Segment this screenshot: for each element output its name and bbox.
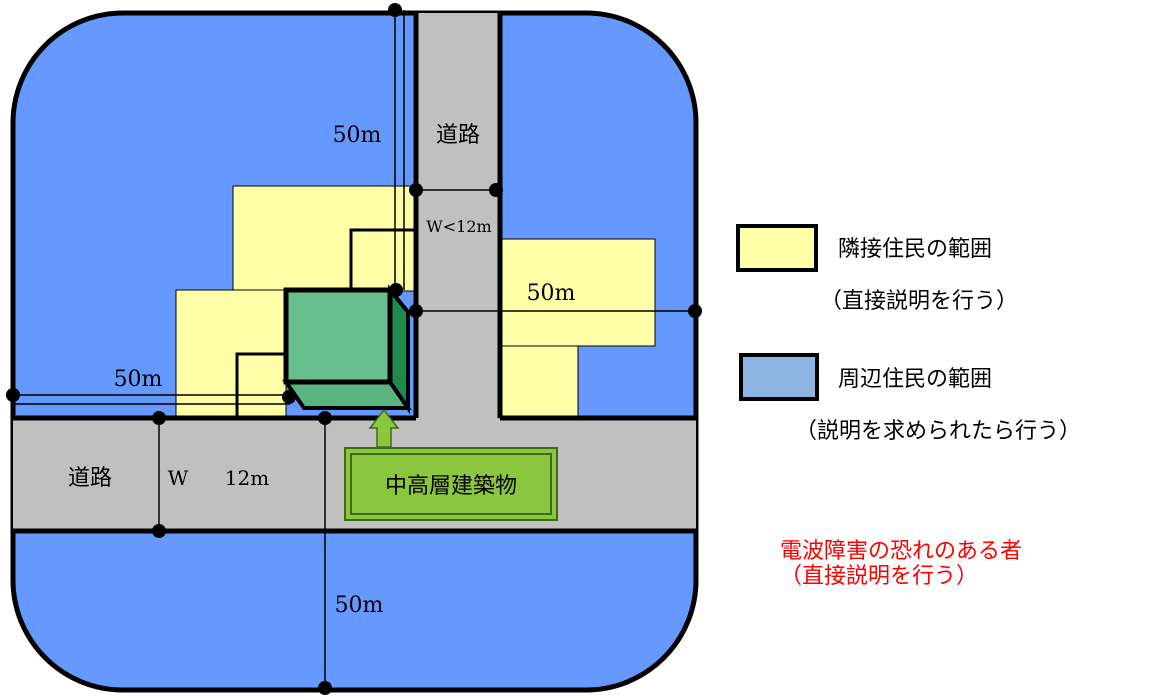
building-top-face xyxy=(282,380,412,410)
adjacent-block-right-lower xyxy=(499,345,579,419)
road-width-horizontal-w: W xyxy=(168,466,189,490)
endpoint-dot xyxy=(318,411,332,425)
road-width-horizontal-value: 12m xyxy=(225,466,269,490)
building-label-inner xyxy=(350,453,552,515)
legend-adjacent-title: 隣接住民の範囲 xyxy=(838,237,992,262)
endpoint-dot xyxy=(409,304,423,318)
distance-label-bottom: 50m xyxy=(335,593,384,618)
endpoint-dot xyxy=(388,3,402,17)
legend-interference-note: （直接説明を行う） xyxy=(780,564,978,589)
building-label: 中高層建築物 xyxy=(385,474,517,499)
building-arrow xyxy=(368,408,400,448)
legend-swatch-adjacent xyxy=(736,224,818,272)
endpoint-dot xyxy=(6,388,20,402)
adjacent-block-right xyxy=(499,238,656,347)
step-line-lower xyxy=(235,352,286,418)
building xyxy=(282,284,412,415)
legend-adjacent-note: （直接説明を行う） xyxy=(820,289,1018,314)
distance-label-top: 50m xyxy=(333,123,382,148)
endpoint-dot xyxy=(489,183,503,197)
distance-label-left: 50m xyxy=(114,367,163,392)
road-label-vertical: 道路 xyxy=(436,123,480,148)
endpoint-dot xyxy=(152,411,166,425)
adjacent-block-upper xyxy=(232,185,417,292)
endpoint-dot xyxy=(318,681,332,695)
legend-interference-title: 電波障害の恐れのある者 xyxy=(780,539,1022,564)
vertical-road xyxy=(416,13,500,418)
legend-surrounding-title: 周辺住民の範囲 xyxy=(838,367,992,392)
road-width-vertical-label: W<12m xyxy=(426,217,491,236)
building-front-face xyxy=(283,287,393,385)
road-label-horizontal: 道路 xyxy=(68,466,112,491)
distance-label-right: 50m xyxy=(527,281,576,306)
endpoint-dot xyxy=(409,183,423,197)
endpoint-dot xyxy=(688,304,702,318)
legend-surrounding-note: （説明を求められたら行う） xyxy=(795,419,1081,444)
endpoint-dot xyxy=(152,524,166,538)
legend-swatch-surrounding xyxy=(739,353,819,401)
